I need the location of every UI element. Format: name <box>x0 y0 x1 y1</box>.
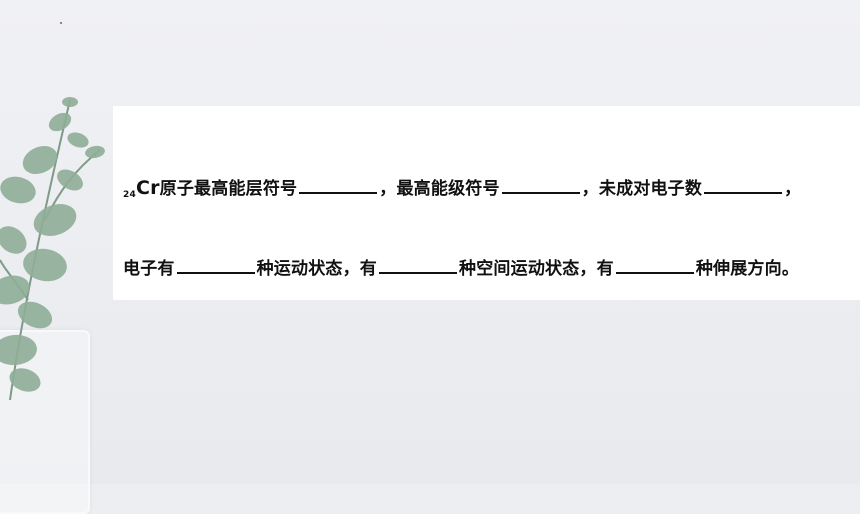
blank-highest-subshell <box>501 178 580 194</box>
blank-highest-shell <box>299 178 378 194</box>
line2-text-2: 种运动状态，有 <box>256 259 378 279</box>
speck <box>60 22 62 24</box>
line1-text-2: ，最高能级符号 <box>379 179 500 199</box>
blank-extension-directions <box>615 258 694 274</box>
line1-text-4: ， <box>784 179 802 199</box>
blank-unpaired-electrons <box>704 178 783 194</box>
atomic-number: 24 <box>123 190 136 200</box>
question-line-2: 电子有 种运动状态，有 种空间运动状态，有 种伸展方向。 <box>123 254 799 279</box>
line1-text-1: 原子最高能层符号 <box>159 179 298 199</box>
eucalyptus-branch-icon <box>0 97 105 400</box>
line2-text-4: 种伸展方向。 <box>695 259 800 279</box>
blank-motion-states <box>176 258 255 274</box>
question-line-1: 24Cr原子最高能层符号 ，最高能级符号 ，未成对电子数 ， <box>123 174 801 200</box>
line2-text-1: 电子有 <box>123 259 175 279</box>
blank-spatial-states <box>379 258 458 274</box>
line1-text-3: ，未成对电子数 <box>581 179 703 199</box>
element-symbol: Cr <box>135 177 160 199</box>
question-panel: 24Cr原子最高能层符号 ，最高能级符号 ，未成对电子数 ， 电子有 种运动状态，有 种空… <box>113 106 860 300</box>
line2-text-3: 种空间运动状态，有 <box>459 259 614 279</box>
